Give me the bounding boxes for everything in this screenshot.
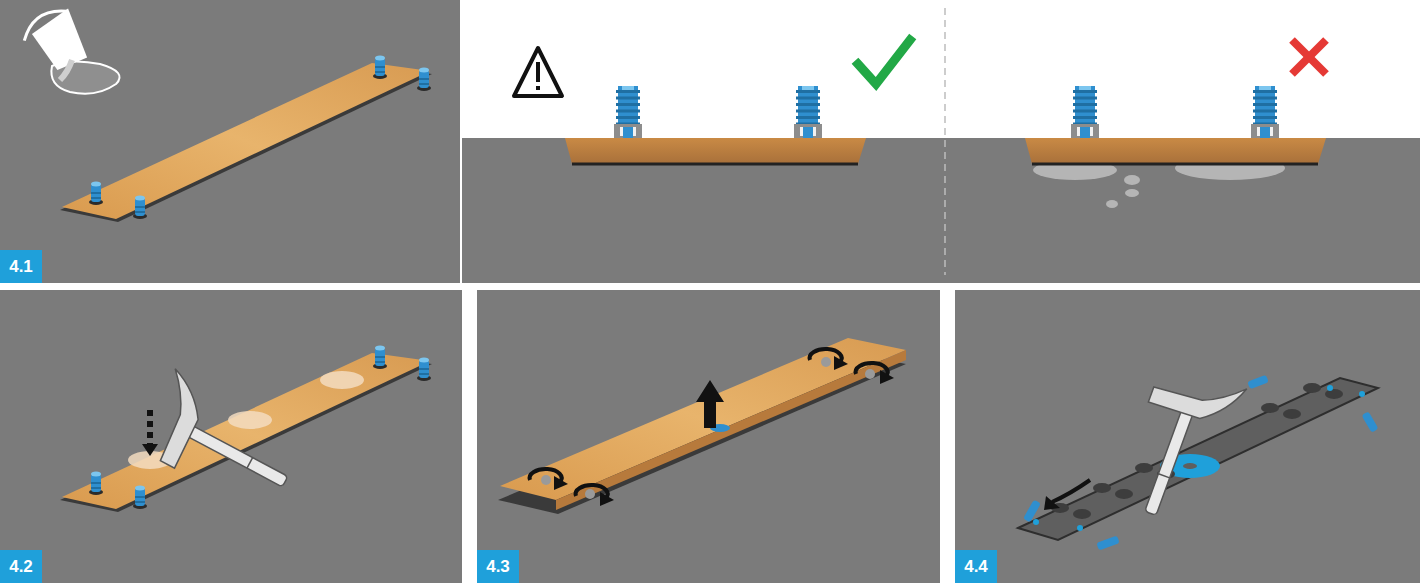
section-plank-bad — [1025, 138, 1326, 208]
warning-triangle — [514, 48, 562, 96]
plank-lifted — [498, 338, 906, 514]
step-number: 4.1 — [9, 257, 33, 277]
step-number: 4.2 — [9, 557, 33, 577]
bucket-icon — [18, 3, 120, 93]
panel-sky — [462, 0, 1420, 138]
check-mark — [858, 40, 910, 84]
hammer — [1044, 359, 1247, 530]
step-number: 4.3 — [486, 557, 510, 577]
panel-ground — [0, 290, 462, 583]
step-badge: 4.4 — [955, 550, 997, 583]
screw-sections — [614, 86, 1279, 138]
panel-ground — [955, 290, 1420, 583]
pins — [89, 56, 431, 220]
panel-ground — [477, 290, 940, 583]
panel-ground — [0, 0, 460, 283]
panel-ground — [462, 0, 1420, 283]
hammer — [134, 369, 308, 517]
plank — [60, 346, 432, 513]
step-badge: 4.1 — [0, 250, 42, 283]
step-badge: 4.3 — [477, 550, 519, 583]
step-badge: 4.2 — [0, 550, 42, 583]
plank — [60, 63, 432, 222]
section-plank-good — [565, 138, 866, 164]
cross-mark — [1292, 40, 1326, 74]
step-number: 4.4 — [964, 557, 988, 577]
divider — [944, 8, 946, 275]
